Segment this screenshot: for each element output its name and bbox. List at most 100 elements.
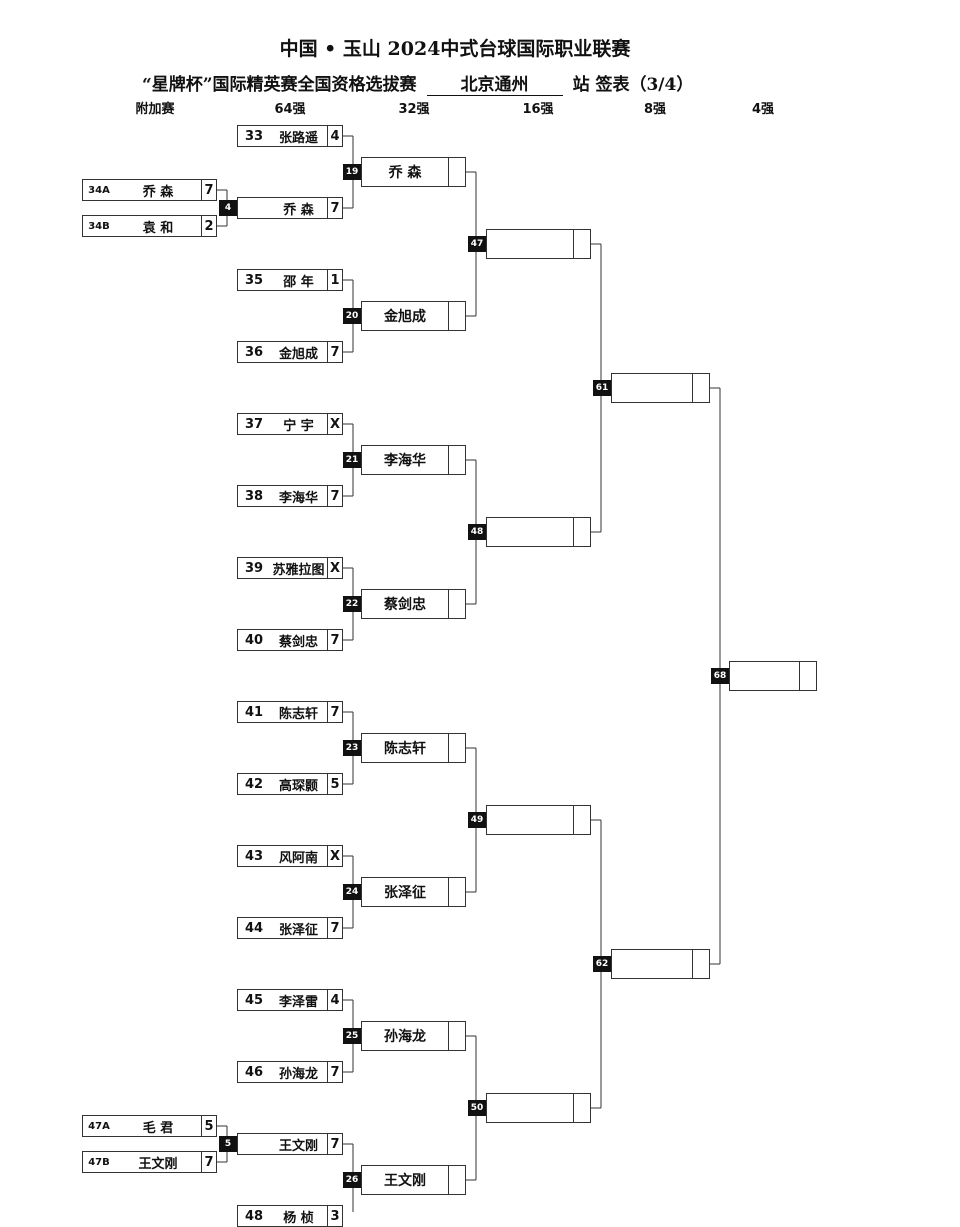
match-number: 62 bbox=[593, 956, 611, 972]
winner-score bbox=[573, 230, 590, 258]
match-number: 48 bbox=[468, 524, 486, 540]
winner-slot: 金旭成 bbox=[361, 301, 466, 331]
player-seed: 43 bbox=[244, 848, 264, 864]
winner-name: 乔 森 bbox=[388, 165, 422, 181]
player-entry: 36 金旭成 7 bbox=[237, 341, 343, 363]
player-score: 4 bbox=[327, 126, 342, 146]
match-number: 24 bbox=[343, 884, 361, 900]
player-seed: 38 bbox=[244, 488, 264, 504]
player-name: 风阿南 bbox=[278, 850, 318, 866]
player-score: 7 bbox=[327, 1062, 342, 1082]
player-name: 蔡剑忠 bbox=[278, 634, 318, 650]
player-seed: 47B bbox=[88, 1156, 110, 1168]
winner-slot bbox=[486, 1093, 591, 1123]
winner-score bbox=[448, 446, 465, 474]
player-name: 陈志轩 bbox=[278, 706, 318, 722]
player-score: 3 bbox=[327, 1206, 342, 1226]
winner-slot: 张泽征 bbox=[361, 877, 466, 907]
player-name: 张泽征 bbox=[278, 922, 318, 938]
player-entry: 43 风阿南 X bbox=[237, 845, 343, 867]
winner-score bbox=[799, 662, 816, 690]
player-score: 4 bbox=[327, 990, 342, 1010]
player-score: 7 bbox=[327, 1134, 342, 1154]
match-number: 47 bbox=[468, 236, 486, 252]
winner-name: 李海华 bbox=[384, 453, 426, 469]
winner-slot bbox=[486, 805, 591, 835]
match-number: 4 bbox=[219, 200, 237, 216]
player-score: 1 bbox=[327, 270, 342, 290]
winner-score bbox=[573, 1094, 590, 1122]
player-seed: 36 bbox=[244, 344, 264, 360]
winner-slot: 蔡剑忠 bbox=[361, 589, 466, 619]
player-seed: 45 bbox=[244, 992, 264, 1008]
station-name: 北京通州 bbox=[426, 75, 563, 96]
match-number: 23 bbox=[343, 740, 361, 756]
player-score: 7 bbox=[327, 342, 342, 362]
winner-slot: 乔 森 bbox=[361, 157, 466, 187]
winner-score bbox=[448, 734, 465, 762]
winner-slot bbox=[611, 373, 710, 403]
winner-score bbox=[448, 158, 465, 186]
winner-slot bbox=[486, 517, 591, 547]
player-score: 7 bbox=[327, 702, 342, 722]
match-number: 61 bbox=[593, 380, 611, 396]
player-score: 5 bbox=[327, 774, 342, 794]
winner-slot: 李海华 bbox=[361, 445, 466, 475]
player-name: 高琛颢 bbox=[278, 778, 318, 794]
player-entry: 38 李海华 7 bbox=[237, 485, 343, 507]
match-number: 22 bbox=[343, 596, 361, 612]
round-label-extra: 附加赛 bbox=[135, 102, 175, 117]
winner-score bbox=[692, 374, 709, 402]
winner-score bbox=[448, 590, 465, 618]
player-seed: 33 bbox=[244, 128, 264, 144]
winner-score bbox=[448, 1166, 465, 1194]
player-name: 金旭成 bbox=[278, 346, 318, 362]
winner-name: 蔡剑忠 bbox=[384, 597, 426, 613]
match-number: 50 bbox=[468, 1100, 486, 1116]
player-score: 5 bbox=[201, 1116, 216, 1136]
player-name: 李泽雷 bbox=[278, 994, 318, 1010]
match-number: 21 bbox=[343, 452, 361, 468]
round-label-8: 8强 bbox=[643, 102, 667, 117]
winner-slot: 孙海龙 bbox=[361, 1021, 466, 1051]
player-name: 宁 宇 bbox=[283, 418, 314, 434]
player-name: 邵 年 bbox=[283, 274, 314, 290]
round-label-32: 32强 bbox=[398, 102, 430, 117]
winner-name: 陈志轩 bbox=[384, 741, 426, 757]
winner-score bbox=[448, 302, 465, 330]
player-name: 王文刚 bbox=[138, 1156, 178, 1172]
winner-score bbox=[448, 1022, 465, 1050]
player-name: 毛 君 bbox=[142, 1120, 174, 1136]
player-name: 乔 森 bbox=[142, 184, 174, 200]
player-name: 孙海龙 bbox=[278, 1066, 318, 1082]
winner-name: 金旭成 bbox=[384, 309, 426, 325]
round-label-16: 16强 bbox=[522, 102, 554, 117]
winner-name: 王文刚 bbox=[384, 1173, 426, 1189]
player-name: 张路遥 bbox=[278, 130, 318, 146]
player-score: X bbox=[327, 846, 342, 866]
round-label-64: 64强 bbox=[274, 102, 306, 117]
player-seed: 47A bbox=[88, 1120, 110, 1132]
match-number: 5 bbox=[219, 1136, 237, 1152]
player-score: 7 bbox=[327, 198, 342, 218]
player-name: 乔 森 bbox=[283, 202, 314, 218]
player-score: 7 bbox=[201, 180, 216, 200]
player-name: 李海华 bbox=[278, 490, 318, 506]
winner-slot: 陈志轩 bbox=[361, 733, 466, 763]
winner-name: 孙海龙 bbox=[384, 1029, 426, 1045]
title-event: “星牌杯”国际精英赛全国资格选拔赛 bbox=[142, 75, 417, 95]
player-name: 袁 和 bbox=[142, 220, 174, 236]
title-line-2: “星牌杯”国际精英赛全国资格选拔赛北京通州站 签表（3/4） bbox=[142, 70, 693, 96]
player-score: 7 bbox=[327, 486, 342, 506]
player-entry: 45 李泽雷 4 bbox=[237, 989, 343, 1011]
player-score: X bbox=[327, 414, 342, 434]
